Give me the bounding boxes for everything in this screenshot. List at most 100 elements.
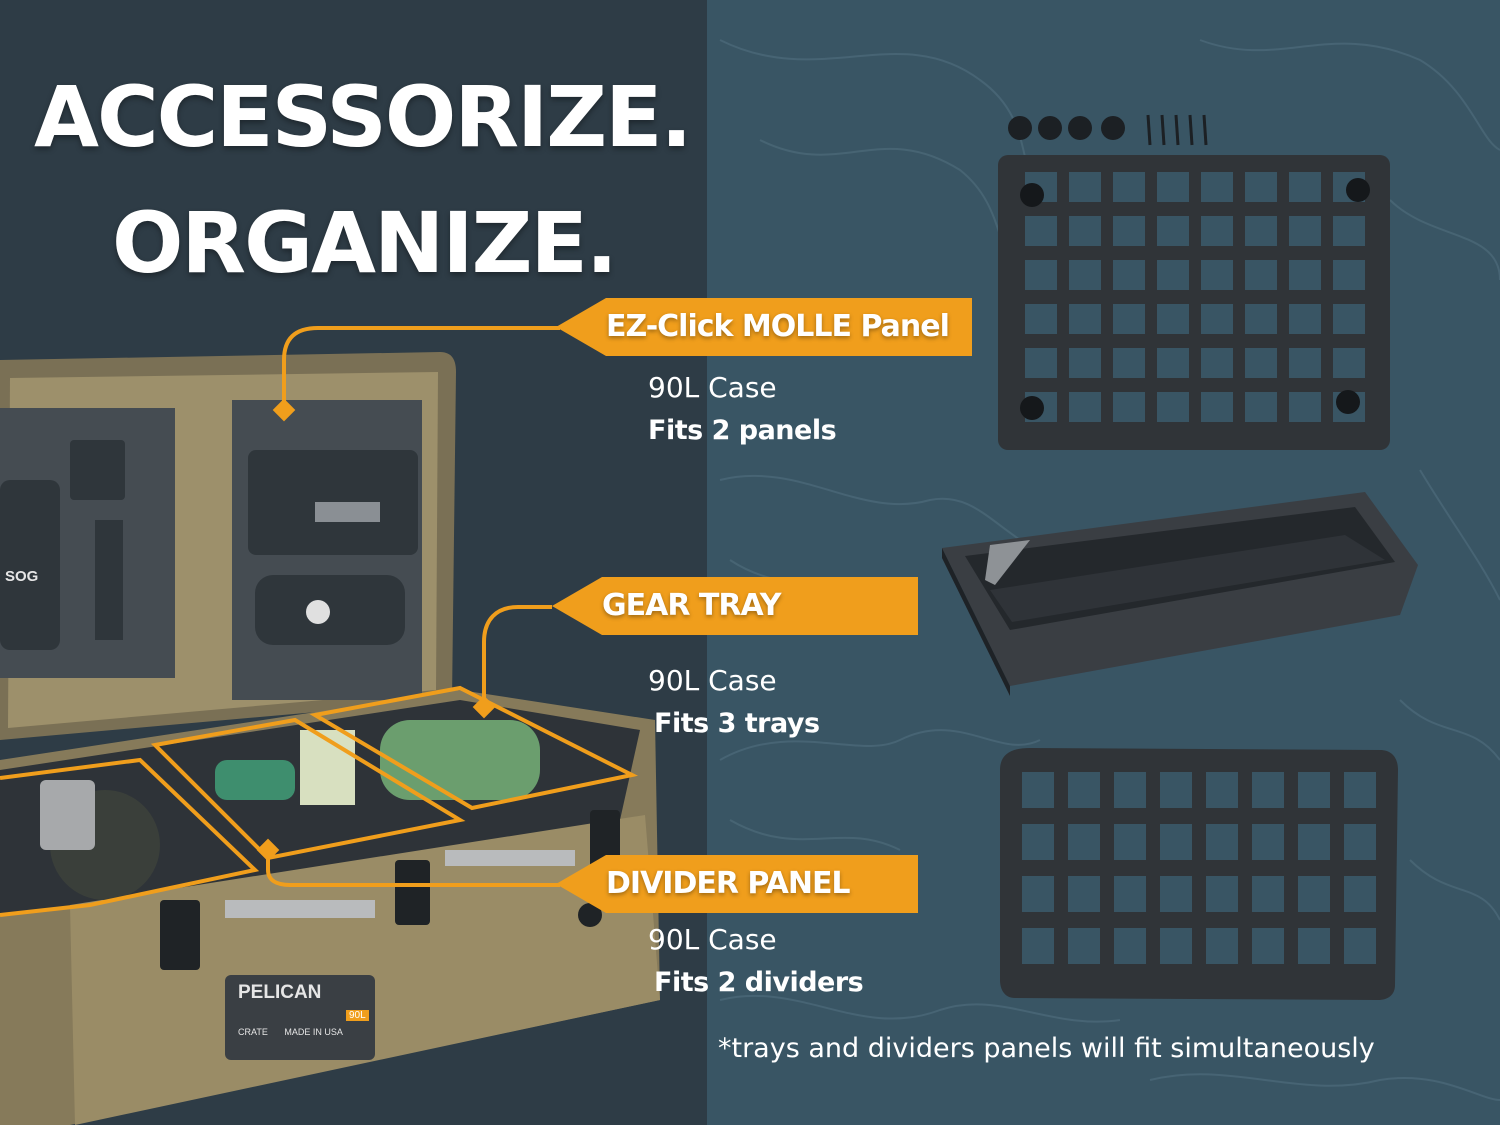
grid-cell <box>1245 172 1277 202</box>
grid-cell <box>1113 348 1145 378</box>
grid-cell <box>1289 172 1321 202</box>
grid-cell <box>1157 260 1189 290</box>
grid-cell <box>1068 772 1100 808</box>
grid-cell <box>1069 304 1101 334</box>
grid-cell <box>1201 172 1233 202</box>
footnote: *trays and dividers panels will fit simu… <box>718 1033 1375 1064</box>
grid-cell <box>1114 928 1146 964</box>
callout-connectors <box>0 326 639 917</box>
grid-cell <box>1114 772 1146 808</box>
grid-cell <box>1157 172 1189 202</box>
gear-tray-title: GEAR TRAY <box>602 588 782 623</box>
grid-cell <box>1160 928 1192 964</box>
divider-panel-case: 90L Case <box>648 923 777 956</box>
hardware-items <box>1008 114 1208 146</box>
grid-cell <box>1252 928 1284 964</box>
grid-cell <box>1298 824 1330 860</box>
molle-panel-title: EZ-Click MOLLE Panel <box>606 309 950 344</box>
grid-cell <box>1206 928 1238 964</box>
grid-cell <box>1289 260 1321 290</box>
case-origin: MADE IN USA <box>284 1027 343 1037</box>
grid-cell <box>1022 824 1054 860</box>
grid-cell <box>1160 824 1192 860</box>
grid-cell <box>1201 392 1233 422</box>
grid-cell <box>1245 348 1277 378</box>
pouch-brand: SOG <box>5 568 39 585</box>
grid-cell <box>1025 348 1057 378</box>
grid-cell <box>1245 216 1277 246</box>
grid-cell <box>1201 348 1233 378</box>
grid-cell <box>1160 876 1192 912</box>
grid-cell <box>1114 876 1146 912</box>
grid-cell <box>1201 304 1233 334</box>
divider-panel-product <box>1000 748 1398 1000</box>
grid-cell <box>1289 348 1321 378</box>
divider-panel-fit: Fits 2 dividers <box>654 967 864 998</box>
grid-cell <box>1298 876 1330 912</box>
grid-cell <box>1333 348 1365 378</box>
grid-cell <box>1344 824 1376 860</box>
headline-line-2: ORGANIZE. <box>112 194 618 292</box>
case-illustration <box>0 352 660 1125</box>
grid-cell <box>1157 216 1189 246</box>
grid-cell <box>1333 260 1365 290</box>
grid-cell <box>1160 772 1192 808</box>
grid-cell <box>1025 260 1057 290</box>
grid-cell <box>1252 876 1284 912</box>
grid-cell <box>1289 304 1321 334</box>
molle-panel-case: 90L Case <box>648 371 777 404</box>
grid-cell <box>1069 348 1101 378</box>
grid-cell <box>1245 260 1277 290</box>
grid-cell <box>1206 876 1238 912</box>
topo-contour-pattern <box>719 39 1500 1101</box>
grid-cell <box>1068 824 1100 860</box>
grid-cell <box>1113 172 1145 202</box>
divider-panel-title: DIVIDER PANEL <box>606 866 851 901</box>
grid-cell <box>1022 876 1054 912</box>
grid-cell <box>1114 824 1146 860</box>
grid-cell <box>1206 772 1238 808</box>
divider-panel-tag: DIVIDER PANEL <box>556 855 918 913</box>
grid-cell <box>1333 304 1365 334</box>
grid-cell <box>1344 928 1376 964</box>
grid-cell <box>1201 260 1233 290</box>
gear-tray-tag: GEAR TRAY <box>552 577 918 635</box>
grid-cell <box>1344 876 1376 912</box>
grid-cell <box>1025 216 1057 246</box>
grid-cell <box>1069 172 1101 202</box>
grid-cell <box>1022 772 1054 808</box>
grid-cell <box>1113 260 1145 290</box>
grid-cell <box>1113 304 1145 334</box>
case-label: PELICAN 90L CRATE MADE IN USA <box>238 982 369 1038</box>
grid-cell <box>1069 216 1101 246</box>
headline-line-1: ACCESSORIZE. <box>34 68 692 166</box>
grid-cell <box>1025 304 1057 334</box>
molle-panel-tag: EZ-Click MOLLE Panel <box>556 298 972 356</box>
grid-cell <box>1068 876 1100 912</box>
grid-cell <box>1157 304 1189 334</box>
grid-cell <box>1289 216 1321 246</box>
grid-cell <box>1113 392 1145 422</box>
grid-cell <box>1333 216 1365 246</box>
grid-cell <box>1206 824 1238 860</box>
case-line: CRATE MADE IN USA <box>238 1026 368 1038</box>
grid-cell <box>1113 216 1145 246</box>
grid-cell <box>1068 928 1100 964</box>
grid-cell <box>1298 928 1330 964</box>
case-brand: PELICAN <box>238 982 322 1003</box>
case-line-name: CRATE <box>238 1027 268 1037</box>
molle-panel-fit: Fits 2 panels <box>648 415 837 446</box>
gear-tray-case: 90L Case <box>648 664 777 697</box>
grid-cell <box>1298 772 1330 808</box>
molle-panel-product <box>998 155 1390 450</box>
grid-cell <box>1289 392 1321 422</box>
grid-cell <box>1157 348 1189 378</box>
gear-tray-fit: Fits 3 trays <box>654 708 820 739</box>
case-size: 90L <box>346 1010 369 1021</box>
grid-cell <box>1245 304 1277 334</box>
case-badge <box>225 975 375 1060</box>
gear-tray-product <box>942 492 1418 696</box>
grid-cell <box>1344 772 1376 808</box>
